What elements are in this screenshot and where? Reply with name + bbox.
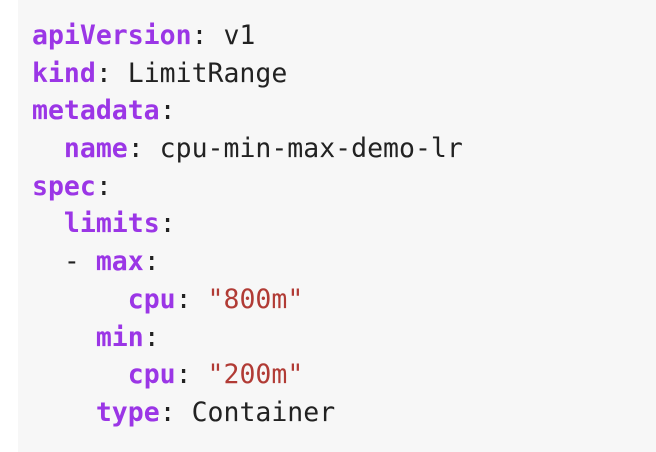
code-line: - max: — [63, 246, 160, 278]
yaml-value: cpu-min-max-demo-lr — [143, 133, 463, 165]
yaml-key: apiVersion — [32, 20, 192, 51]
yaml-key: metadata — [32, 95, 160, 127]
yaml-key: type — [95, 396, 160, 428]
yaml-key: cpu — [127, 283, 176, 315]
code-line: limits: — [63, 208, 176, 240]
yaml-string: "800m" — [207, 283, 304, 315]
code-line: type: Container — [95, 396, 336, 428]
yaml-value: LimitRange — [111, 57, 288, 89]
yaml-key: kind — [32, 57, 96, 89]
code-line: spec: — [32, 170, 112, 202]
yaml-key: limits — [63, 208, 160, 240]
yaml-value: v1 — [207, 20, 256, 51]
yaml-key: max — [95, 246, 144, 278]
yaml-key: spec — [32, 170, 96, 202]
code-line: cpu: "800m" — [127, 283, 304, 315]
yaml-string: "200m" — [207, 359, 304, 391]
yaml-value — [192, 359, 208, 390]
code-line: name: cpu-min-max-demo-lr — [63, 133, 463, 165]
code-line: apiVersion: v1 — [32, 20, 256, 51]
code-line: metadata: — [32, 95, 176, 127]
yaml-value — [192, 284, 208, 315]
yaml-key: min — [95, 321, 144, 353]
code-line: cpu: "200m" — [127, 359, 304, 391]
code-line: min: — [95, 321, 160, 353]
yaml-value: Container — [175, 396, 336, 428]
code-line: kind: LimitRange — [32, 57, 288, 89]
yaml-key: cpu — [127, 359, 176, 391]
yaml-key: name — [63, 133, 128, 165]
